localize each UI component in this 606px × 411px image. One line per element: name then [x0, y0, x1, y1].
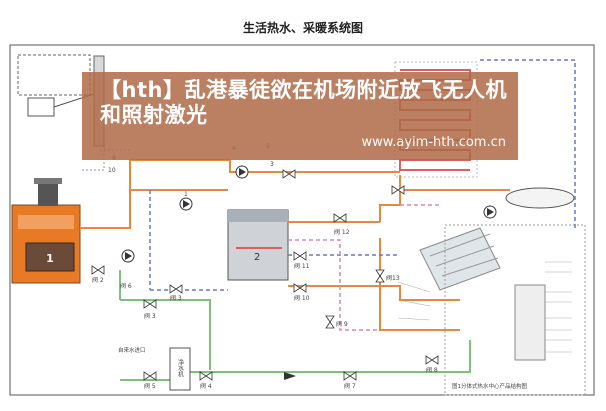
valve-label-5: 阀 5 [144, 382, 156, 390]
product-structure-box [444, 224, 586, 396]
tank-number: 2 [254, 252, 260, 263]
valve-label-7: 阀 7 [344, 382, 356, 390]
pump-a [179, 197, 193, 211]
valve-label-10: 阀 10 [294, 294, 310, 302]
number-label-1: 1 [184, 191, 188, 198]
banner-url: www.ayim-hth.com.cn [361, 135, 506, 150]
caption: 图1分体式热水中心产品结构图 [452, 382, 528, 390]
valve-label-2: 阀 2 [92, 276, 104, 284]
control-box [17, 54, 91, 96]
water-purifier [169, 347, 191, 391]
pump-d [121, 249, 135, 263]
diagram-title: 生活热水、采暖系统图 [243, 20, 363, 35]
water-purifier-label: 净水机 [177, 358, 184, 378]
valve-label-3: 阀 3 [170, 294, 182, 302]
pink-pipes [288, 204, 440, 331]
water-heater-unit [514, 284, 546, 361]
structure-callouts [397, 261, 572, 353]
control-unit [27, 97, 55, 117]
expansion-tank [505, 187, 575, 209]
banner-headline: 【hth】乱港暴徒欲在机场附近放飞无人机和照射激光 [100, 78, 507, 127]
storage-tank [227, 209, 289, 281]
valve-label-9: 阀 9 [336, 320, 348, 328]
hot-water-pipes [80, 159, 510, 331]
boiler-number: 1 [46, 252, 54, 265]
solar-collector [419, 227, 501, 291]
valve-marks [91, 169, 439, 381]
valve-label-13: 阀13 [386, 274, 400, 282]
valve-label-8: 阀 8 [426, 366, 438, 374]
number-label-10: 10 [108, 167, 116, 174]
number-label-3: 3 [270, 161, 274, 168]
diagram-frame [9, 44, 595, 396]
valve-label-11: 阀 11 [294, 262, 310, 270]
check-valve [284, 372, 296, 380]
pump-b [235, 165, 249, 179]
watermark-banner: 【hth】乱港暴徒欲在机场附近放飞无人机和照射激光 www.ayim-hth.c… [82, 72, 518, 160]
pump-c [483, 205, 497, 219]
tap-water-label: 自来水进口 [118, 346, 146, 354]
valve-label-3b: 阀 3 [144, 312, 156, 320]
valve-label-4: 阀 4 [200, 382, 212, 390]
valve-label-6: 阀 6 [120, 282, 132, 290]
boiler [11, 178, 81, 284]
cold-water-pipes [119, 270, 471, 381]
valve-label-12: 阀 12 [334, 228, 350, 236]
return-pipes [149, 59, 576, 291]
